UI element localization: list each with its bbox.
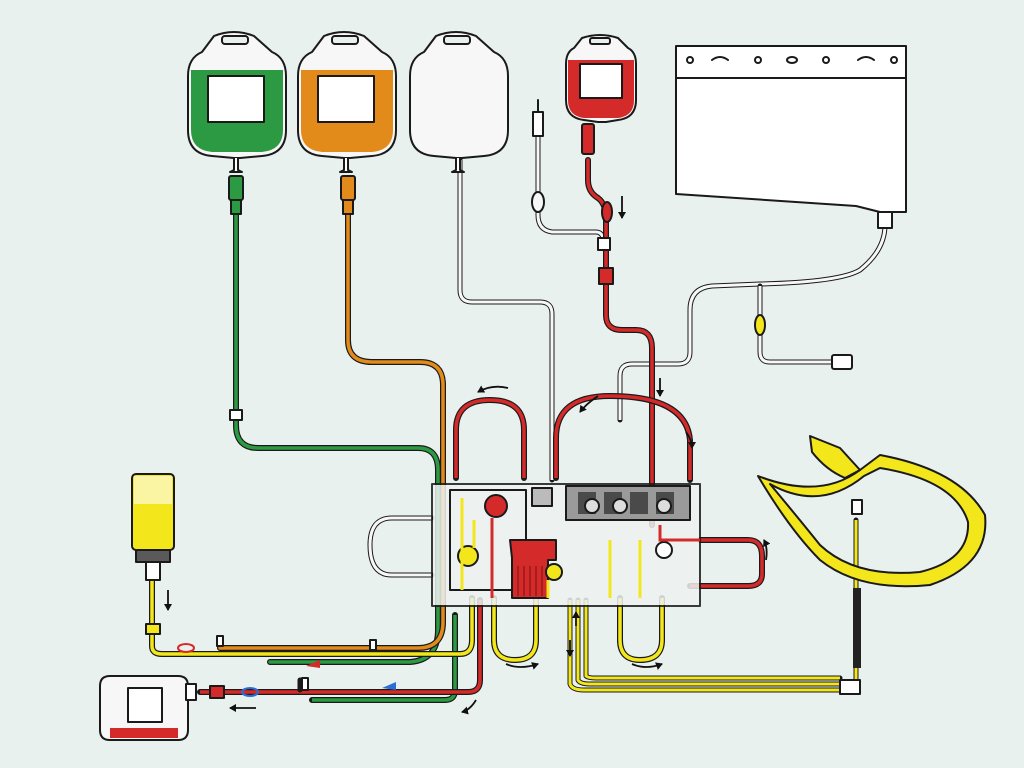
collection-bag <box>99 675 197 741</box>
bag-white <box>409 31 509 173</box>
yellow-chamber-2 <box>545 563 563 581</box>
belt <box>757 435 987 668</box>
white-line <box>457 157 555 483</box>
orange-clamp <box>340 175 356 201</box>
white-roller-clamp <box>531 191 545 213</box>
red-collection-line <box>197 597 483 695</box>
green-clamp <box>228 175 244 201</box>
red-loops <box>453 393 765 589</box>
white-joint <box>597 237 611 251</box>
bag-orange <box>297 31 397 173</box>
white-chamber <box>655 541 673 559</box>
gray-chamber <box>531 487 553 507</box>
green-filter <box>230 199 242 215</box>
red-line <box>585 157 655 528</box>
red-comb <box>509 539 557 599</box>
red-joint <box>598 267 614 285</box>
white-panel-line <box>617 222 888 423</box>
yellow-lines <box>149 517 859 693</box>
spike-body <box>532 111 544 137</box>
orange-line <box>217 207 446 651</box>
yellow-roller-clamp <box>754 314 766 336</box>
red-chamber <box>484 494 508 518</box>
white-left-loop <box>367 515 435 578</box>
red-clamp <box>581 123 595 155</box>
tube-ties <box>145 623 861 699</box>
panel-connector <box>877 211 893 229</box>
orange-filter <box>342 199 354 215</box>
bag-red <box>565 34 637 123</box>
reservoir-panel <box>675 45 907 213</box>
solution-bottle <box>131 473 175 581</box>
red-roller-clamp-1 <box>601 201 613 223</box>
flow-arrows <box>164 196 771 715</box>
cassette <box>431 483 701 607</box>
connectors <box>228 99 893 421</box>
tubing-lines <box>149 127 888 703</box>
white-end-cap <box>831 354 853 370</box>
bag-green <box>187 31 287 173</box>
green-joint <box>229 409 243 421</box>
